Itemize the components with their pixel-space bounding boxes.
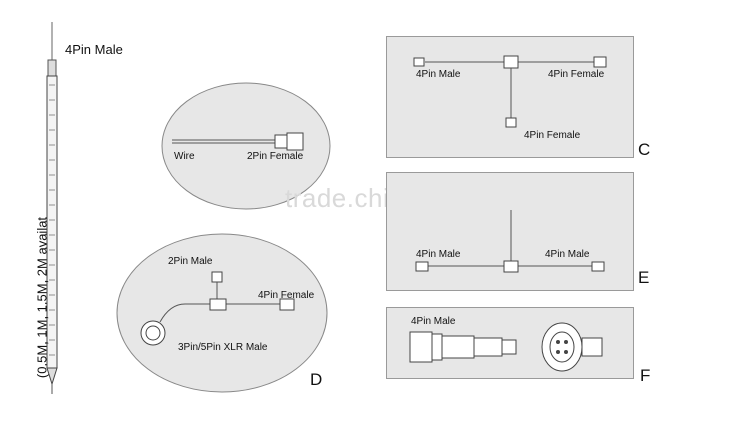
oval-d-letter: D — [310, 370, 323, 389]
wire-label: Wire — [174, 151, 195, 162]
panel-e-right-label: 4Pin Male — [545, 249, 590, 260]
oval-d-top-label: 2Pin Male — [168, 256, 213, 267]
panel-c-diagram — [413, 55, 607, 128]
led-tube-illustration — [46, 22, 58, 394]
panel-c-left-label: 4Pin Male — [416, 69, 461, 80]
tube-top-label: 4Pin Male — [65, 42, 123, 57]
panel-e-diagram — [415, 210, 605, 273]
oval-d — [116, 233, 328, 393]
panel-e-left-label: 4Pin Male — [416, 249, 461, 260]
panel-f-letter: F — [640, 366, 651, 385]
panel-f-label: 4Pin Male — [411, 316, 456, 327]
oval-d-bottom-label: 3Pin/5Pin XLR Male — [178, 342, 268, 353]
panel-c-right-label: 4Pin Female — [548, 69, 605, 80]
two-pin-female-label: 2Pin Female — [247, 151, 304, 162]
wire-oval — [161, 82, 331, 210]
panel-c-bottom-label: 4Pin Female — [524, 130, 581, 141]
panel-f-connectors — [409, 322, 603, 372]
panel-e-letter: E — [638, 268, 650, 287]
oval-d-right-label: 4Pin Female — [258, 290, 315, 301]
panel-c-letter: C — [638, 140, 651, 159]
